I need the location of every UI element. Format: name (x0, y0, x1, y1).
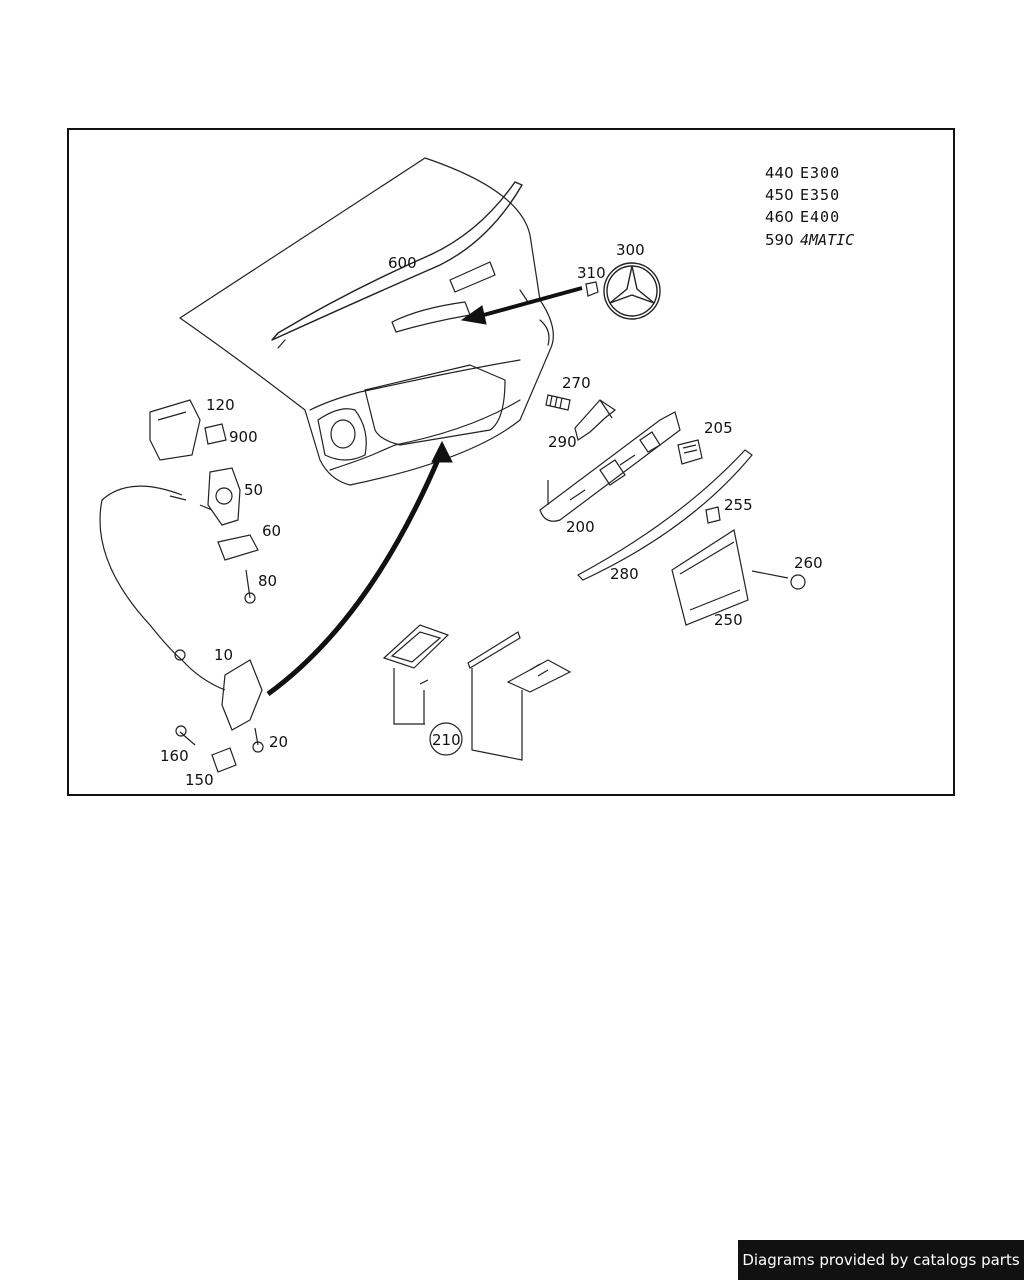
switch-icon (677, 439, 703, 465)
callout-160: 160 (160, 747, 189, 765)
bracket-icon (574, 399, 617, 441)
latch-bolt-icon (252, 727, 264, 753)
stud-bolt-icon (175, 725, 196, 746)
clip-icon (585, 281, 599, 297)
callout-260: 260 (794, 554, 823, 572)
license-plate-recess (364, 364, 506, 446)
callout-150: 150 (185, 771, 214, 789)
callout-205: 205 (704, 419, 733, 437)
footer-credit: Diagrams provided by catalogs parts (738, 1240, 1024, 1280)
badge-number: 590 (765, 231, 794, 249)
callout-10: 10 (214, 646, 233, 664)
seal-kit (382, 624, 572, 761)
screw-icon (751, 570, 806, 590)
release-cable (99, 485, 226, 691)
callout-20: 20 (269, 733, 288, 751)
callout-60: 60 (262, 522, 281, 540)
callout-255: 255 (724, 496, 753, 514)
lock-cylinder (199, 467, 241, 526)
arrow-to-brake-light (479, 286, 583, 318)
chrome-strip (577, 449, 753, 581)
callout-50: 50 (244, 481, 263, 499)
badge-model: E400 (800, 208, 840, 226)
callout-310: 310 (577, 264, 606, 282)
callout-600: 600 (388, 254, 417, 272)
bolt-icon (244, 569, 256, 604)
diagram-frame (67, 128, 955, 796)
callout-290: 290 (548, 433, 577, 451)
handle-housing (539, 411, 681, 522)
plug-icon (545, 394, 571, 411)
badge-model: E300 (800, 164, 840, 182)
badge-model: 4MATIC (800, 231, 854, 249)
spoiler (271, 181, 523, 341)
callout-250: 250 (714, 611, 743, 629)
plate-bracket (671, 529, 749, 626)
badge-list: 440 E300 450 E350 460 E400 590 4MATIC (765, 164, 854, 249)
callout-280: 280 (610, 565, 639, 583)
badge-number: 440 (765, 164, 794, 182)
trunk-latch (174, 649, 263, 731)
callout-210: 210 (432, 731, 461, 749)
badge-number: 450 (765, 186, 794, 204)
callout-300: 300 (616, 241, 645, 259)
callout-270: 270 (562, 374, 591, 392)
lock-cover (149, 399, 201, 461)
callout-120: 120 (206, 396, 235, 414)
arrow-to-plate (266, 454, 443, 697)
badge-number: 460 (765, 208, 794, 226)
trunk-lid-outline (179, 157, 554, 486)
pad-icon (204, 423, 227, 445)
star-emblem-icon (603, 262, 661, 320)
striker-icon (211, 747, 237, 773)
plate-clip-icon (705, 506, 721, 524)
callout-80: 80 (258, 572, 277, 590)
callout-900: 900 (229, 428, 258, 446)
callout-200: 200 (566, 518, 595, 536)
seal-icon (217, 534, 259, 561)
badge-model: E350 (800, 186, 840, 204)
